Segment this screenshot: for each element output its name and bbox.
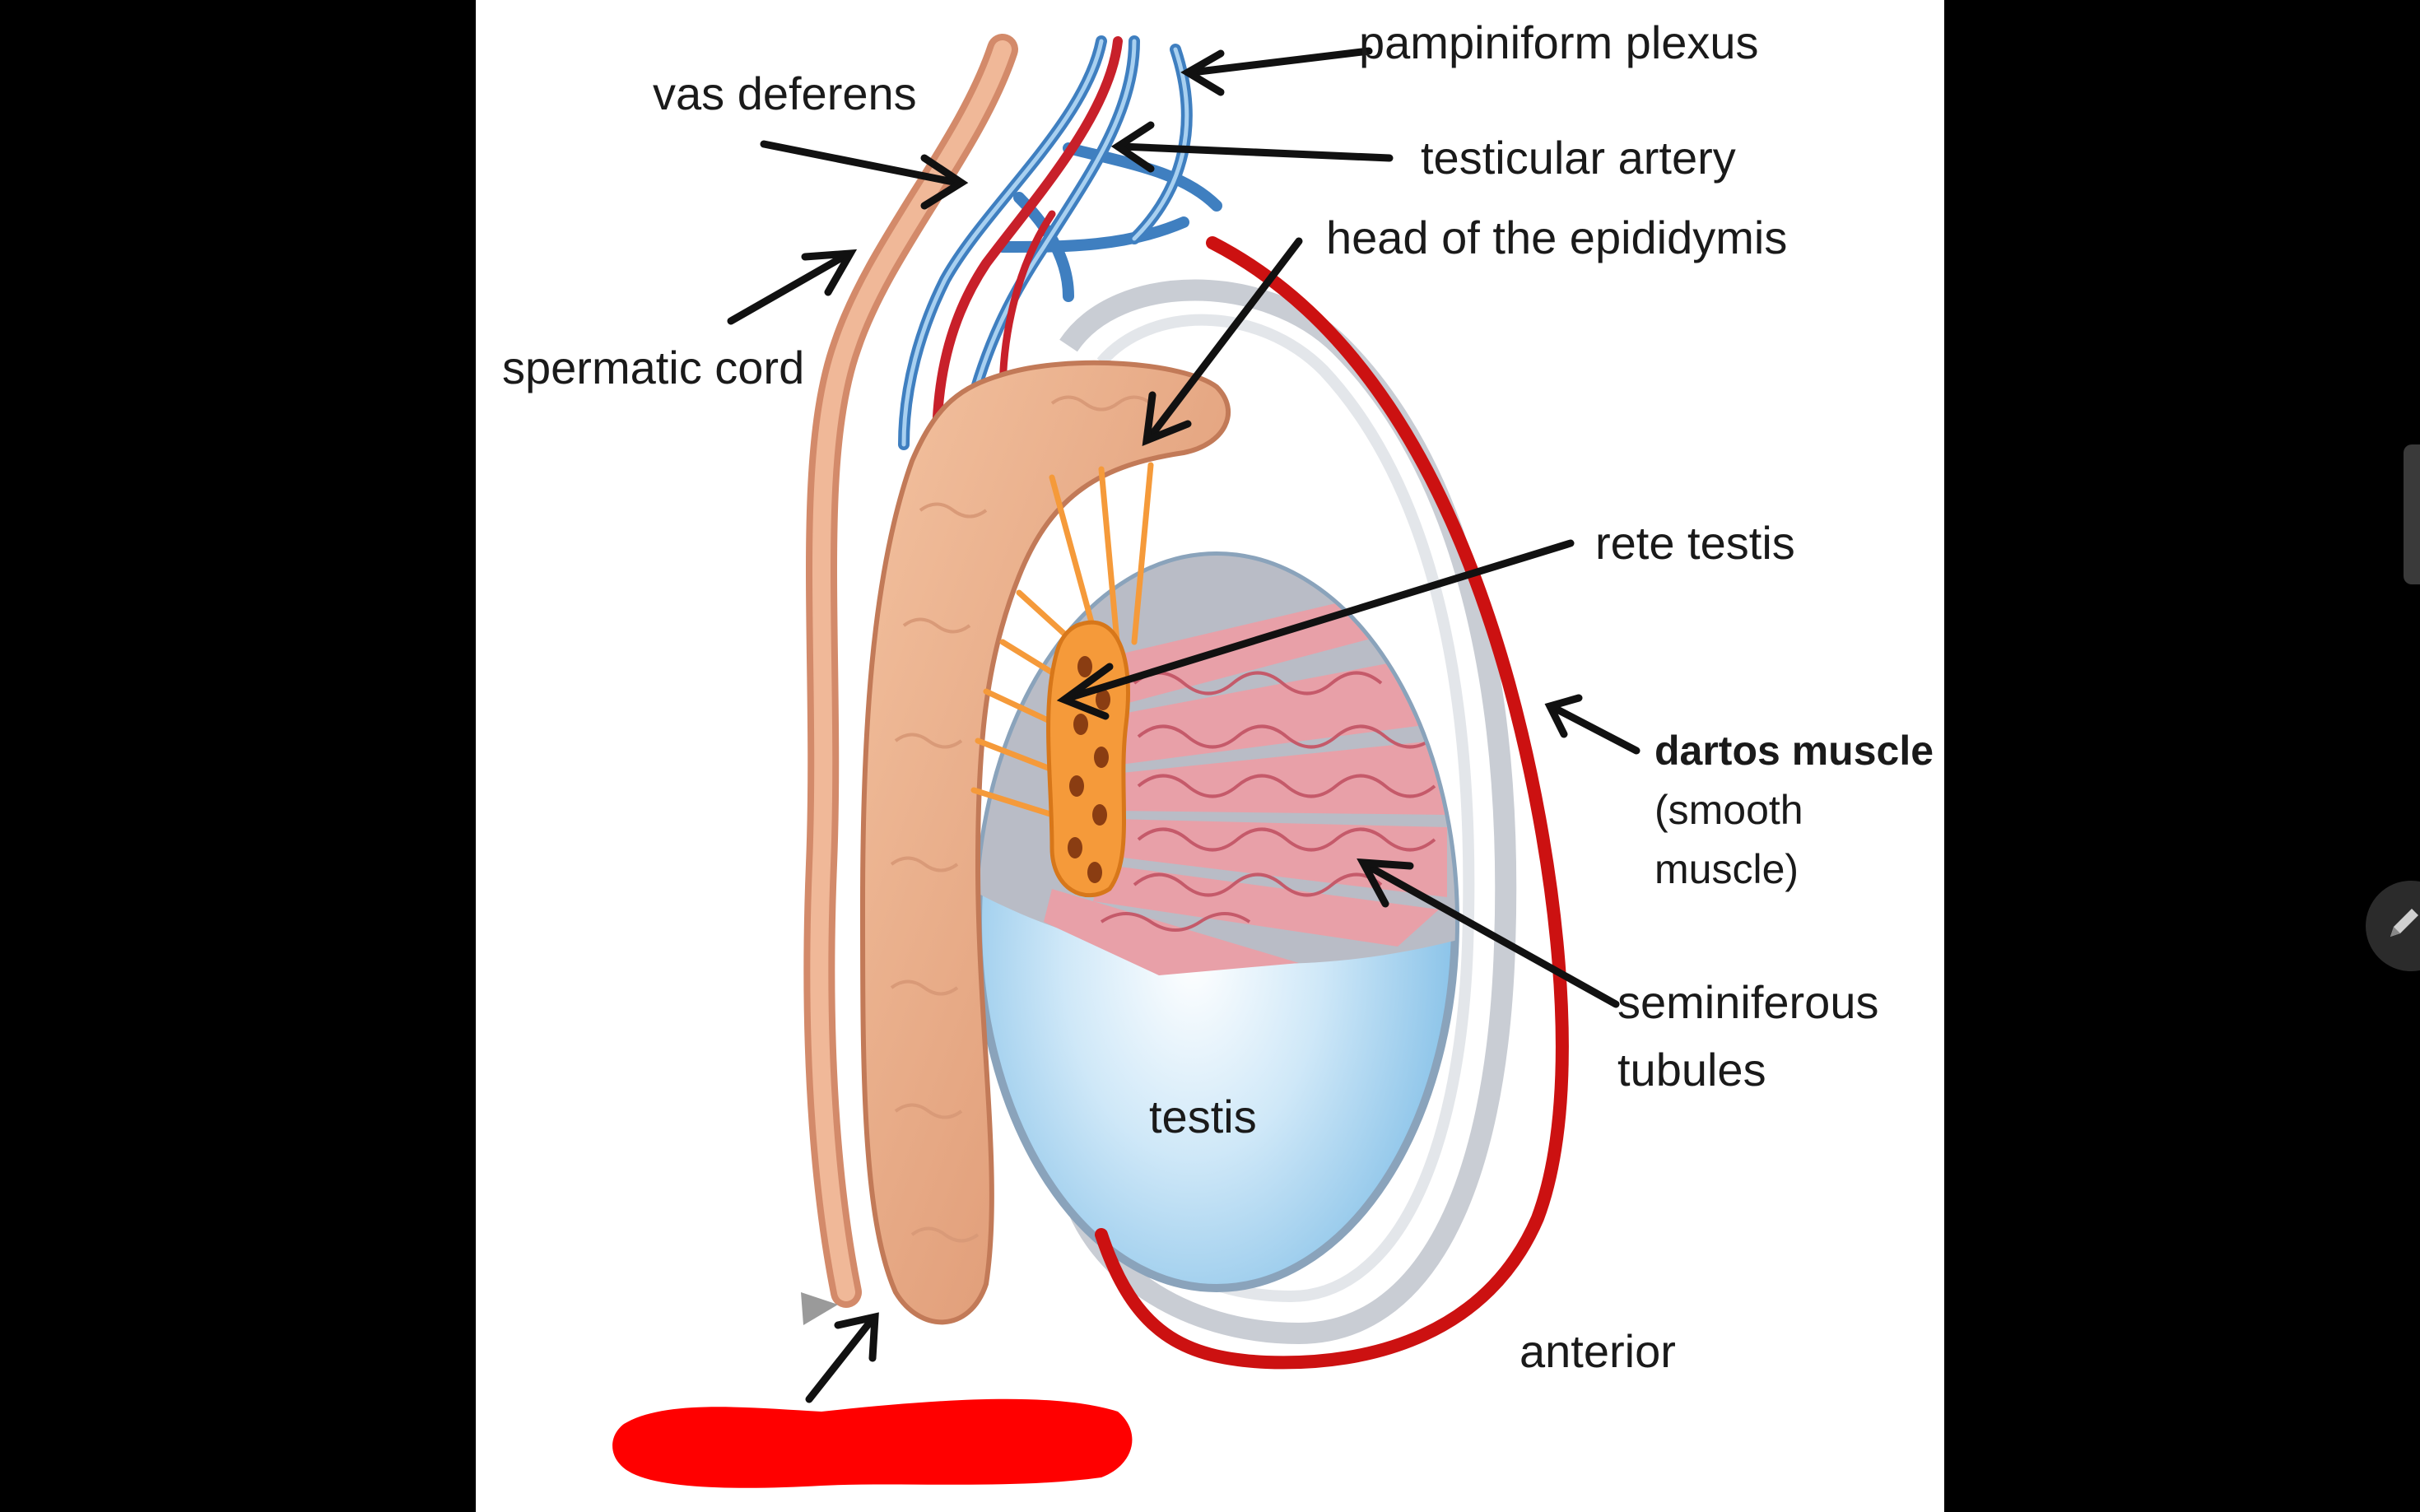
pencil-icon bbox=[2390, 909, 2418, 937]
arrow-vas-deferens bbox=[760, 140, 961, 187]
label-testis: testis bbox=[1149, 1091, 1257, 1142]
epididymis bbox=[859, 360, 1231, 1325]
arrow-testicular-artery bbox=[1118, 142, 1394, 162]
label-testicular-artery: testicular artery bbox=[1421, 132, 1736, 184]
arrow-spermatic-cord bbox=[727, 251, 850, 325]
diagram-panel: pampiniform plexus vas deferens testicul… bbox=[476, 0, 1944, 1512]
label-smooth-muscle-2: muscle) bbox=[1654, 846, 1799, 892]
lobule-6 bbox=[1044, 889, 1299, 975]
epididymis-texture bbox=[890, 395, 1152, 1243]
arrow-pampiniform bbox=[1188, 47, 1373, 77]
label-anterior: anterior bbox=[1519, 1325, 1676, 1377]
annotate-button[interactable] bbox=[2366, 881, 2420, 971]
dartos-muscle-line bbox=[1095, 236, 1569, 1370]
redaction-scribble bbox=[612, 1398, 1133, 1488]
label-seminiferous-1: seminiferous bbox=[1617, 976, 1879, 1028]
testicular-artery-branch bbox=[998, 210, 1056, 399]
arrow-dartos bbox=[1550, 704, 1640, 755]
tunica-outer bbox=[1058, 279, 1517, 1345]
label-vas-deferens: vas deferens bbox=[653, 67, 917, 119]
arrow-seminiferous bbox=[1361, 860, 1620, 1008]
label-spermatic-cord: spermatic cord bbox=[502, 342, 805, 393]
scroll-handle[interactable] bbox=[2404, 444, 2420, 584]
arrow-head-epididymis bbox=[1147, 237, 1303, 440]
lobule-3 bbox=[1114, 741, 1447, 815]
pampiniform-plexus-highlight bbox=[901, 39, 1189, 447]
rete-testis-holes bbox=[1068, 656, 1110, 883]
label-rete-testis: rete testis bbox=[1595, 517, 1795, 569]
testicular-artery-vessel bbox=[932, 36, 1123, 449]
label-seminiferous-2: tubules bbox=[1617, 1044, 1766, 1096]
label-dartos-muscle: dartos muscle bbox=[1654, 728, 1934, 774]
arrow-redacted bbox=[805, 1317, 875, 1403]
lobule-4 bbox=[1110, 819, 1447, 897]
lobule-5 bbox=[1093, 864, 1439, 947]
anatomy-illustration bbox=[612, 34, 1640, 1488]
spermatic-cord-core bbox=[810, 40, 1012, 1301]
grey-pointer bbox=[801, 1292, 838, 1325]
label-pampiniform-plexus: pampiniform plexus bbox=[1359, 16, 1759, 68]
label-smooth-muscle-1: (smooth bbox=[1654, 787, 1803, 833]
arrow-rete-testis bbox=[1064, 539, 1575, 702]
label-arrows bbox=[727, 47, 1640, 1403]
label-head-of-epididymis: head of the epididymis bbox=[1326, 212, 1788, 263]
tubule-squiggles bbox=[1100, 671, 1436, 932]
lobules bbox=[978, 556, 1455, 975]
tunica-inner bbox=[1096, 314, 1475, 1303]
